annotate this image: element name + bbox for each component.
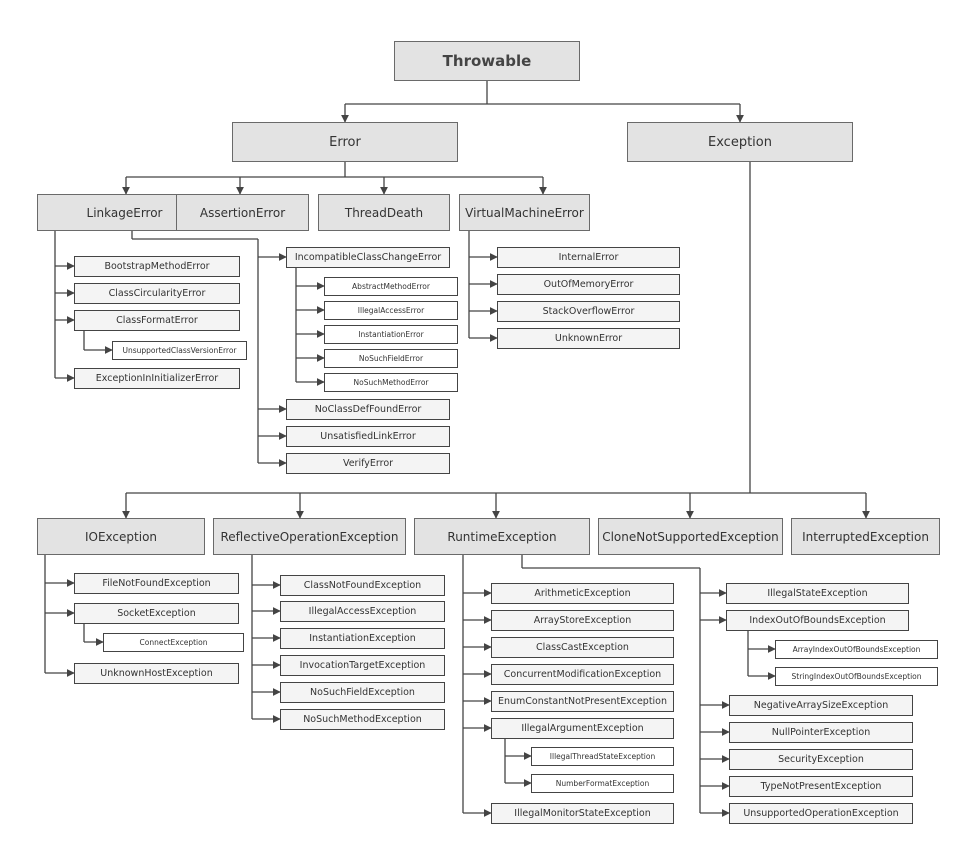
node-verify-error: VerifyError [286,453,450,474]
node-illegal-monitor-state-exception: IllegalMonitorStateException [491,803,674,824]
node-unsupported-operation-exception: UnsupportedOperationException [729,803,913,824]
node-class-not-found-exception: ClassNotFoundException [280,575,445,596]
node-instantiation-error: InstantiationError [324,325,458,344]
node-illegal-access-exception: IllegalAccessException [280,601,445,622]
node-abstract-method-error: AbstractMethodError [324,277,458,296]
node-array-index-out-of-bounds-exception: ArrayIndexOutOfBoundsException [775,640,938,659]
node-no-such-field-exception: NoSuchFieldException [280,682,445,703]
node-illegal-state-exception: IllegalStateException [726,583,909,604]
node-runtime-exception: RuntimeException [414,518,590,555]
node-instantiation-exception: InstantiationException [280,628,445,649]
node-connect-exception: ConnectException [103,633,244,652]
node-enum-constant-not-present-exception: EnumConstantNotPresentException [491,691,674,712]
node-concurrent-modification-exception: ConcurrentModificationException [491,664,674,685]
node-no-class-def-found-error: NoClassDefFoundError [286,399,450,420]
node-no-such-field-error: NoSuchFieldError [324,349,458,368]
node-clone-not-supported-exception: CloneNotSupportedException [598,518,783,555]
node-reflective-operation-exception: ReflectiveOperationException [213,518,406,555]
node-thread-death: ThreadDeath [318,194,450,231]
node-io-exception: IOException [37,518,205,555]
node-class-format-error: ClassFormatError [74,310,240,331]
node-unsatisfied-link-error: UnsatisfiedLinkError [286,426,450,447]
node-class-circularity-error: ClassCircularityError [74,283,240,304]
node-illegal-access-error: IllegalAccessError [324,301,458,320]
node-internal-error: InternalError [497,247,680,268]
node-null-pointer-exception: NullPointerException [729,722,913,743]
node-unknown-host-exception: UnknownHostException [74,663,239,684]
node-no-such-method-error: NoSuchMethodError [324,373,458,392]
node-number-format-exception: NumberFormatException [531,774,674,793]
node-incompatible-class-change-error: IncompatibleClassChangeError [286,247,450,268]
node-unsupported-class-version-error: UnsupportedClassVersionError [112,341,247,360]
node-arithmetic-exception: ArithmeticException [491,583,674,604]
node-throwable: Throwable [394,41,580,81]
node-stack-overflow-error: StackOverflowError [497,301,680,322]
node-error: Error [232,122,458,162]
node-array-store-exception: ArrayStoreException [491,610,674,631]
node-negative-array-size-exception: NegativeArraySizeException [729,695,913,716]
node-unknown-error: UnknownError [497,328,680,349]
node-no-such-method-exception: NoSuchMethodException [280,709,445,730]
node-bootstrap-method-error: BootstrapMethodError [74,256,240,277]
node-class-cast-exception: ClassCastException [491,637,674,658]
node-string-index-out-of-bounds-exception: StringIndexOutOfBoundsException [775,667,938,686]
node-file-not-found-exception: FileNotFoundException [74,573,239,594]
node-interrupted-exception: InterruptedException [791,518,940,555]
node-exception: Exception [627,122,853,162]
node-type-not-present-exception: TypeNotPresentException [729,776,913,797]
node-exception-in-initializer-error: ExceptionInInitializerError [74,368,240,389]
node-invocation-target-exception: InvocationTargetException [280,655,445,676]
node-out-of-memory-error: OutOfMemoryError [497,274,680,295]
node-assertion-error: AssertionError [176,194,309,231]
node-index-out-of-bounds-exception: IndexOutOfBoundsException [726,610,909,631]
node-socket-exception: SocketException [74,603,239,624]
node-illegal-argument-exception: IllegalArgumentException [491,718,674,739]
node-virtual-machine-error: VirtualMachineError [459,194,590,231]
node-security-exception: SecurityException [729,749,913,770]
node-illegal-thread-state-exception: IllegalThreadStateException [531,747,674,766]
